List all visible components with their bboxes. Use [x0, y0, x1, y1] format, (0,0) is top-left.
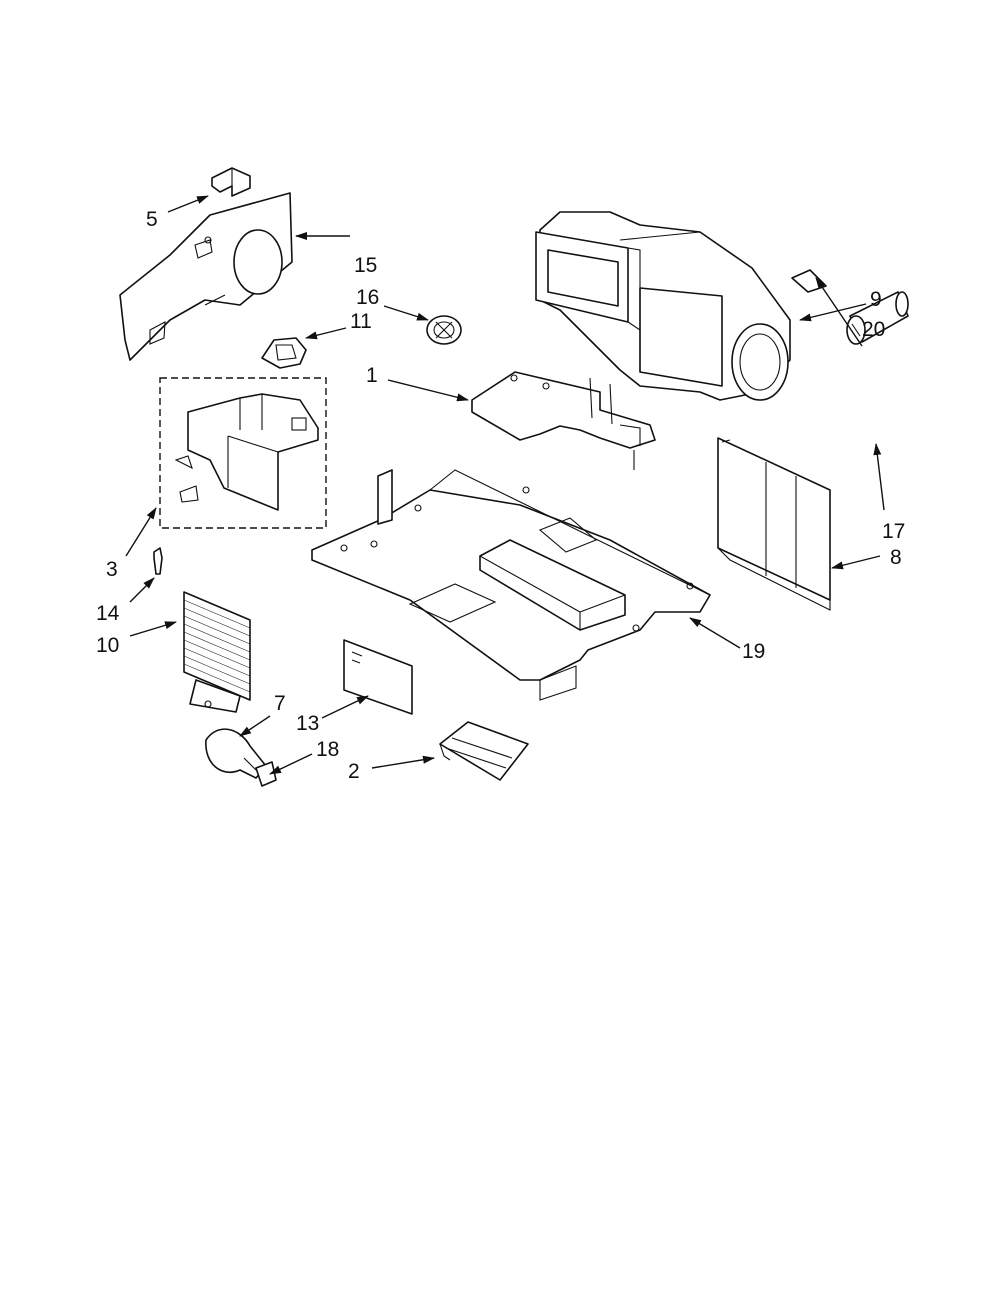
callout-13: 13 [296, 712, 319, 735]
part-14-screw [153, 547, 163, 575]
callout-5: 5 [146, 208, 158, 231]
callout-17: 17 [882, 520, 905, 543]
part-19-base-plate [311, 469, 711, 701]
part-5-bracket [211, 167, 251, 197]
part-3-duct-assembly [159, 377, 327, 529]
callout-labels: 5 15 16 11 1 9 20 3 17 8 14 10 19 7 13 1… [96, 208, 905, 783]
leader-lines [125, 195, 885, 775]
part-9-blower-assembly [535, 211, 791, 401]
part-20-clip [791, 269, 827, 293]
part-1-cover-plate [471, 371, 656, 470]
callout-10: 10 [96, 634, 119, 657]
part-10-grille [183, 591, 251, 713]
part-17-capacitor [846, 291, 909, 345]
part-11-clip [261, 337, 307, 369]
part-2-lens-cover [439, 721, 529, 781]
part-15-mounting-plate [119, 192, 293, 361]
callout-20: 20 [862, 318, 885, 341]
callout-19: 19 [742, 640, 765, 663]
part-16-disc-component [426, 315, 462, 345]
callout-14: 14 [96, 602, 120, 625]
callout-11: 11 [350, 310, 372, 333]
callout-8: 8 [890, 546, 902, 569]
callout-7: 7 [274, 692, 286, 715]
callout-15: 15 [354, 254, 377, 277]
part-13-label-card [343, 639, 413, 715]
callout-1: 1 [366, 364, 378, 387]
callout-9: 9 [870, 288, 882, 311]
callout-2: 2 [348, 760, 360, 783]
part-8-rear-panel [717, 437, 831, 611]
callout-18: 18 [316, 738, 339, 761]
callout-16: 16 [356, 286, 379, 309]
callout-3: 3 [106, 558, 118, 581]
